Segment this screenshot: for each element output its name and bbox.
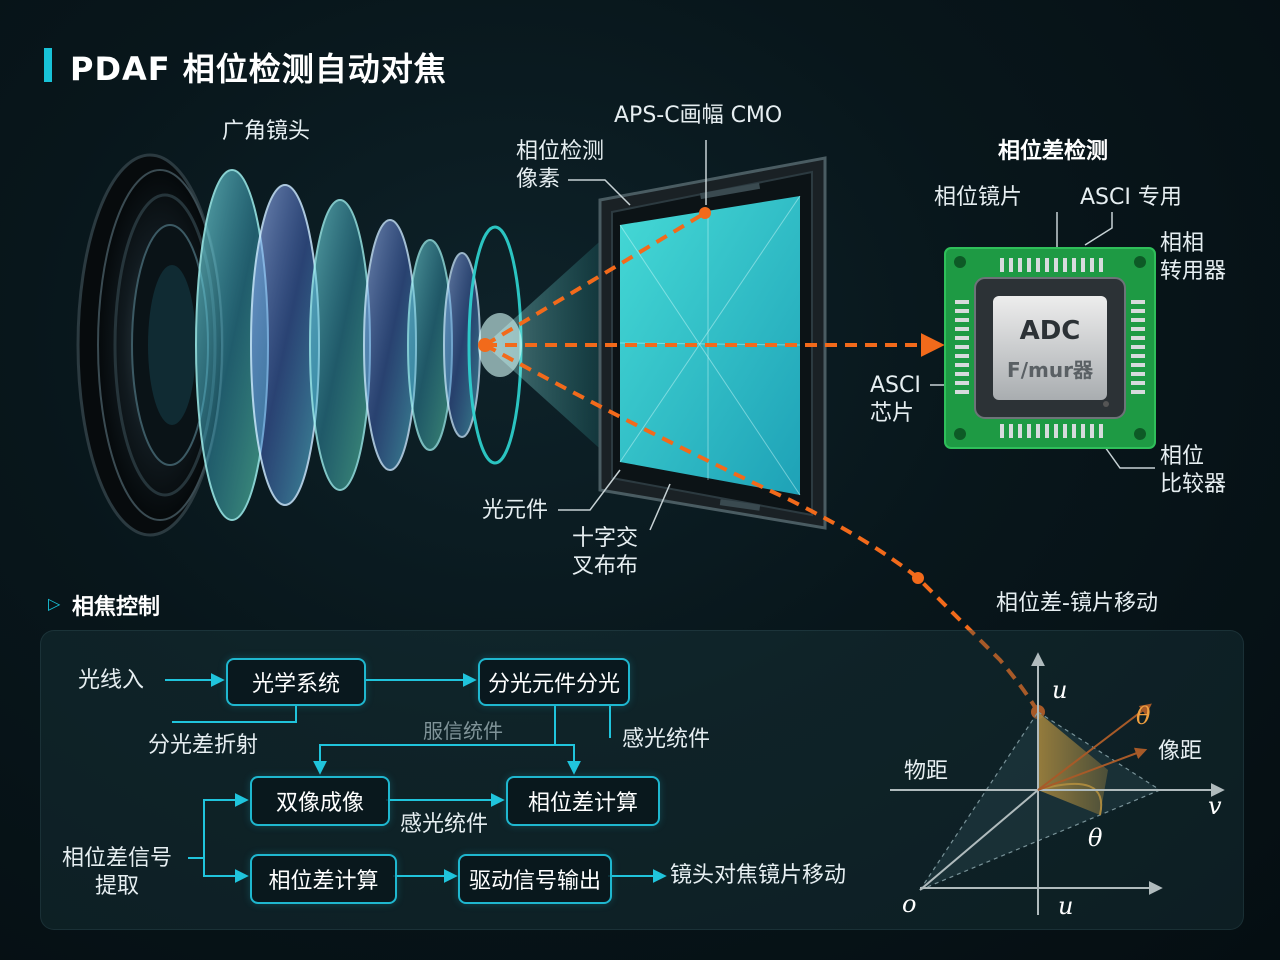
wide-angle-lens-label: 广角镜头 xyxy=(222,119,311,144)
phase-pixel-label: 相位检测 像素 xyxy=(516,139,605,192)
splitter-box: 分光元件分光 xyxy=(478,658,630,706)
phase-rays xyxy=(483,211,1040,714)
sensor-label: APS-C画幅 CMO xyxy=(614,103,783,128)
axis-u-bottom: u xyxy=(1058,892,1074,920)
axis-u-top: u xyxy=(1052,676,1068,704)
triangle-play-icon: ▷ xyxy=(48,594,61,613)
dual-image-box: 双像成像 xyxy=(250,776,390,826)
sensor-unit-mid-label: 感光统件 xyxy=(400,812,489,837)
lens-elements xyxy=(195,169,523,521)
drive-output-box: 驱动信号输出 xyxy=(458,854,612,904)
phase-lens-label: 相位镜片 xyxy=(934,185,1023,210)
split-refraction-label: 分光差折射 xyxy=(148,733,259,758)
image-distance-label: 像距 xyxy=(1158,739,1203,764)
axis-v: v xyxy=(1208,792,1222,820)
light-in-label: 光线入 xyxy=(78,668,145,693)
phase-graph xyxy=(890,652,1225,915)
ray-point xyxy=(912,572,924,584)
optical-system-box: 光学系统 xyxy=(226,658,366,706)
lens-barrel xyxy=(76,153,224,537)
phase-detection-title: 相位差检测 xyxy=(998,139,1109,164)
asic-chip xyxy=(944,247,1156,449)
focus-control-title: 相焦控制 xyxy=(72,595,161,620)
lens-move-label: 镜头对焦镜片移动 xyxy=(670,863,847,888)
asci-dedicated-label: ASCI 专用 xyxy=(1080,185,1182,210)
focus-point xyxy=(478,338,492,352)
sensor-unit-right-label: 感光统件 xyxy=(622,727,711,752)
phase-graph-title: 相位差-镜片移动 xyxy=(996,591,1158,616)
axis-theta-top: θ xyxy=(1136,702,1151,730)
dim-unit-label: 服信统件 xyxy=(423,719,503,743)
optical-element-label: 光元件 xyxy=(482,498,549,523)
axis-theta-bottom: θ xyxy=(1088,824,1103,852)
cross-layout-label: 十字交 叉布布 xyxy=(572,526,639,579)
signal-extract-label: 相位差信号 提取 xyxy=(62,846,173,899)
comparator-label: 相位 比较器 xyxy=(1160,444,1227,497)
chip-adc-text: ADC xyxy=(1019,316,1081,346)
page-title: PDAF 相位检测自动对焦 xyxy=(70,50,447,88)
leader-lines xyxy=(558,140,1155,531)
phase-calc-bottom-box: 相位差计算 xyxy=(250,854,397,904)
asci-chip-label: ASCI 芯片 xyxy=(870,373,921,426)
object-distance-label: 物距 xyxy=(904,759,949,784)
converter-label: 相相 转用器 xyxy=(1160,231,1227,284)
axis-o: o xyxy=(902,890,917,918)
phase-calc-top-box: 相位差计算 xyxy=(506,776,660,826)
chip-sub-text: F/mur器 xyxy=(1007,358,1093,382)
sensor-point xyxy=(699,207,711,219)
title-accent-bar xyxy=(44,48,52,82)
